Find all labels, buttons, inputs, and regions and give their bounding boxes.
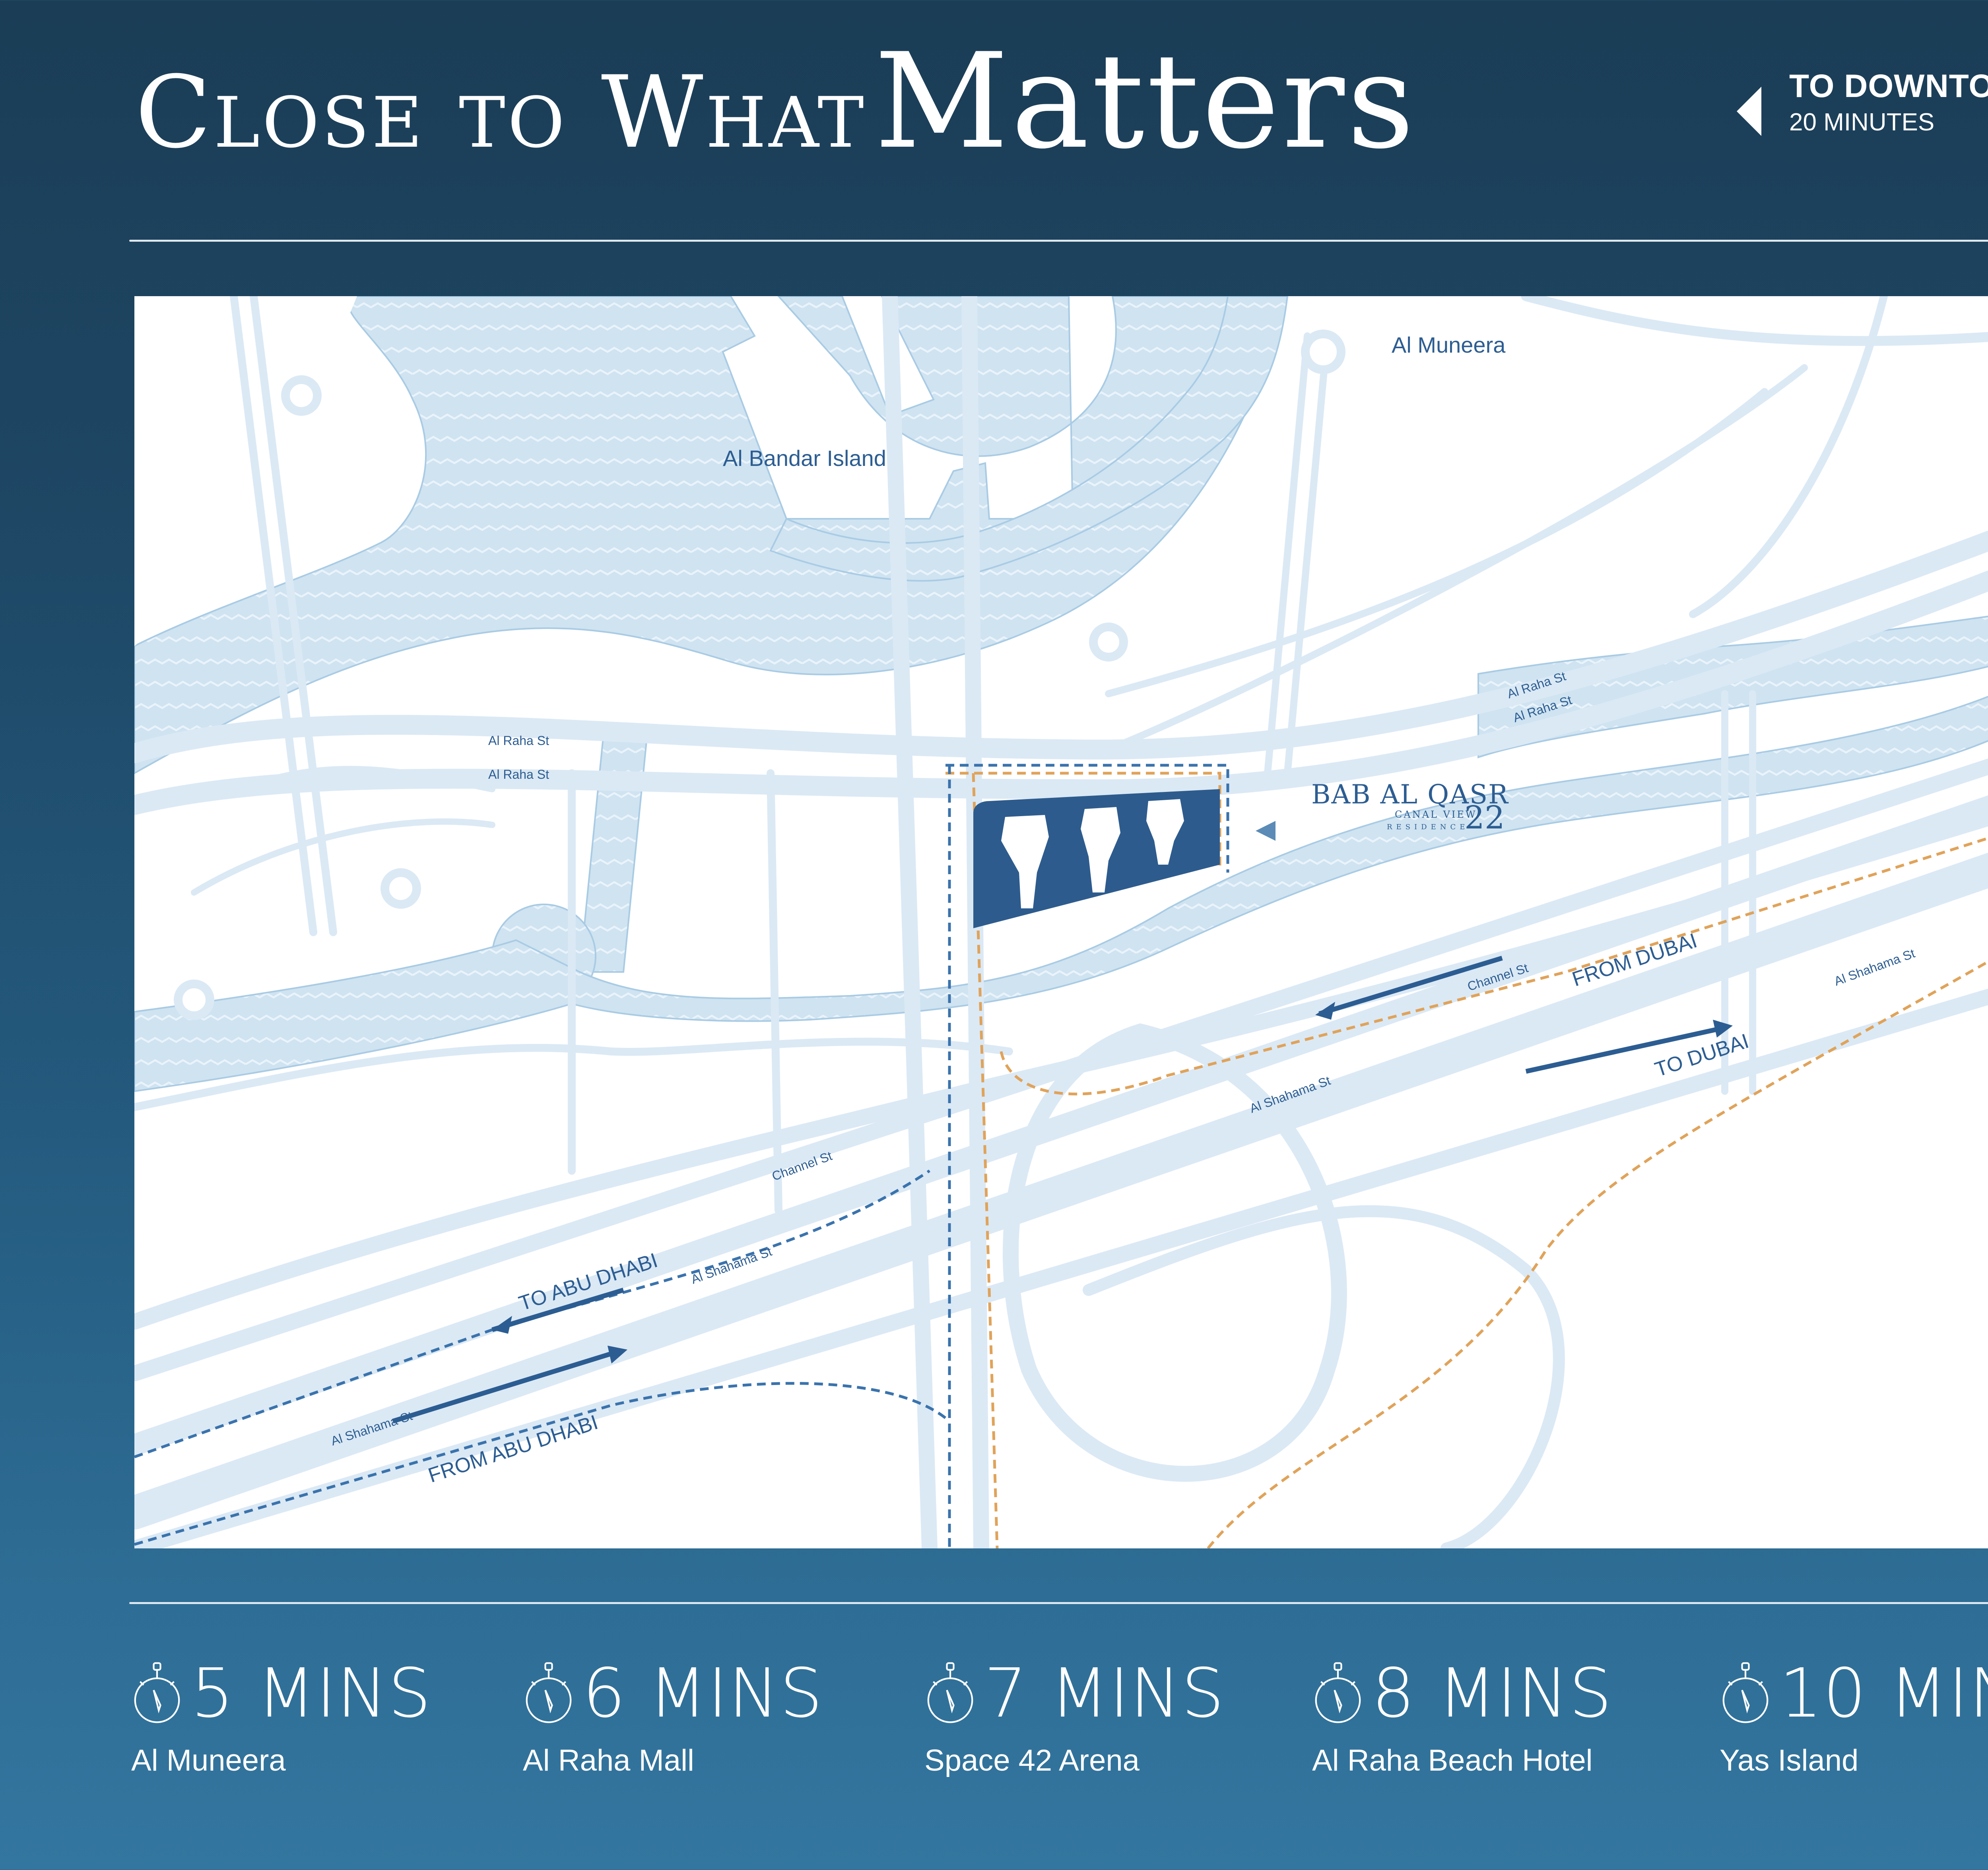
travel-time-value: 5 MINS bbox=[191, 1654, 432, 1733]
roads bbox=[134, 296, 1988, 1548]
project-name: BAB AL QASR bbox=[1311, 779, 1509, 810]
travel-times: 5 MINS Al Muneera 6 MINS Al Raha Mall 7 … bbox=[131, 1660, 1988, 1795]
travel-time-place: Space 42 Arena bbox=[924, 1744, 1140, 1777]
travel-time-value: 10 MINS bbox=[1779, 1654, 1988, 1733]
tower-shapes bbox=[1001, 799, 1184, 908]
travel-time-item: 7 MINS Space 42 Arena bbox=[924, 1660, 1225, 1778]
travel-time-item: 6 MINS Al Raha Mall bbox=[523, 1660, 823, 1778]
roundabouts bbox=[174, 330, 1345, 1020]
route-lines bbox=[134, 764, 1988, 1548]
title-emphasis: Matters bbox=[874, 25, 1417, 178]
travel-time-value: 6 MINS bbox=[582, 1654, 824, 1733]
arrow-heads bbox=[492, 1002, 1733, 1364]
travel-time-value: 8 MINS bbox=[1372, 1654, 1613, 1733]
map-graphic bbox=[134, 296, 1988, 1548]
stopwatch-icon bbox=[526, 1662, 572, 1723]
project-line2: CANAL VIEW bbox=[1395, 809, 1477, 820]
project-marker-icon bbox=[1256, 821, 1276, 841]
direction-downtown-abu-dhabi: TO DOWNTOWN ABU DHABI 20 MINUTES bbox=[1789, 68, 1988, 137]
travel-time-value: 7 MINS bbox=[984, 1654, 1225, 1733]
direction-label: TO DOWNTOWN ABU DHABI bbox=[1789, 68, 1988, 104]
triangle-left-icon bbox=[1737, 87, 1761, 136]
travel-time-place: Al Raha Beach Hotel bbox=[1312, 1744, 1593, 1777]
street-label: Al Raha St bbox=[488, 767, 549, 782]
travel-time-item: 5 MINS Al Muneera bbox=[131, 1660, 432, 1778]
stopwatch-icon bbox=[927, 1662, 973, 1723]
area-label-al-muneera: Al Muneera bbox=[1392, 332, 1506, 357]
street-label: Al Raha St bbox=[488, 733, 549, 748]
travel-time-place: Al Muneera bbox=[131, 1744, 286, 1777]
page-title: Close to WhatMatters bbox=[135, 36, 1417, 167]
location-map: Al Muneera Al Bandar Island Al Raha St A… bbox=[134, 296, 1988, 1548]
project-site bbox=[973, 789, 1276, 928]
stopwatch-icon bbox=[1722, 1662, 1769, 1723]
header-divider bbox=[129, 240, 1988, 242]
area-label-al-bandar-island: Al Bandar Island bbox=[723, 446, 886, 471]
stopwatch-icon bbox=[134, 1662, 180, 1723]
footer-divider bbox=[129, 1602, 1988, 1604]
direction-time: 20 MINUTES bbox=[1789, 109, 1935, 136]
route-arrows bbox=[392, 956, 1726, 1424]
stopwatch-icon bbox=[1315, 1662, 1361, 1723]
title-caps: Close to What bbox=[135, 54, 866, 170]
travel-time-place: Al Raha Mall bbox=[523, 1744, 694, 1777]
project-number: 22 bbox=[1464, 799, 1505, 836]
travel-time-place: Yas Island bbox=[1720, 1744, 1859, 1777]
travel-time-item: 8 MINS Al Raha Beach Hotel bbox=[1312, 1660, 1613, 1778]
travel-time-item: 10 MINS Yas Island bbox=[1720, 1660, 1988, 1778]
project-line3: RESIDENCE bbox=[1387, 823, 1469, 831]
